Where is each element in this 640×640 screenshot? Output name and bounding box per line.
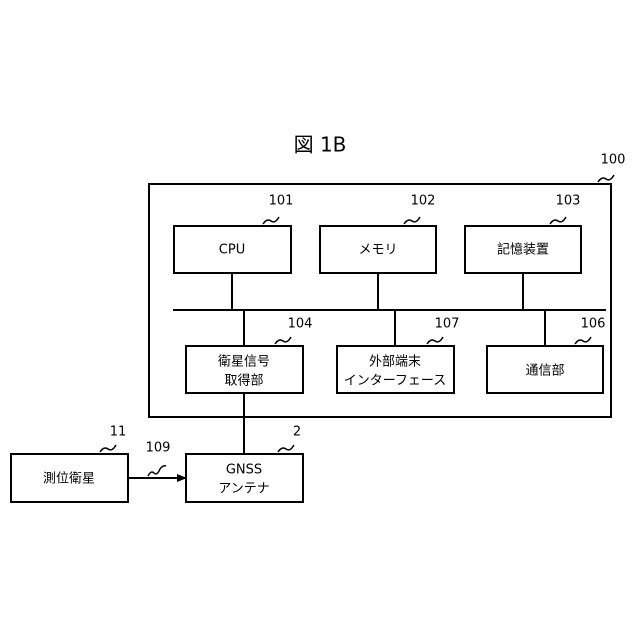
satellite-signal-label-2: 取得部 — [224, 373, 263, 389]
gnss-antenna-ref: 2 — [293, 425, 301, 440]
memory-label: メモリ — [358, 243, 397, 258]
positioning-satellite-ref: 11 — [110, 425, 127, 440]
memory-ref: 102 — [411, 194, 436, 209]
gnss-antenna-label-2: アンテナ — [218, 482, 269, 497]
storage-label: 記憶装置 — [497, 242, 549, 258]
signal-ref: 109 — [146, 441, 171, 456]
storage-ref: 103 — [556, 194, 581, 209]
gnss-antenna-label-1: GNSS — [226, 463, 262, 478]
positioning-satellite-leader — [100, 445, 116, 452]
external-if-ref: 107 — [435, 317, 460, 332]
signal-leader — [148, 466, 166, 476]
comm-label: 通信部 — [525, 364, 564, 379]
external-if-label-1: 外部端末 — [369, 355, 421, 370]
satellite-signal-ref: 104 — [288, 317, 313, 332]
gnss-antenna-leader — [278, 445, 294, 452]
cpu-label: CPU — [219, 243, 245, 258]
positioning-satellite-block: 測位衛星 11 — [11, 425, 128, 503]
device-ref: 100 — [601, 153, 626, 168]
external-if-label-2: インターフェース — [344, 374, 447, 389]
positioning-satellite-label: 測位衛星 — [43, 472, 95, 487]
satellite-signal-label-1: 衛星信号 — [218, 355, 270, 370]
comm-ref: 106 — [581, 317, 606, 332]
figure-title: 図 1B — [294, 133, 347, 157]
cpu-ref: 101 — [269, 194, 294, 209]
device-leader — [598, 175, 614, 182]
